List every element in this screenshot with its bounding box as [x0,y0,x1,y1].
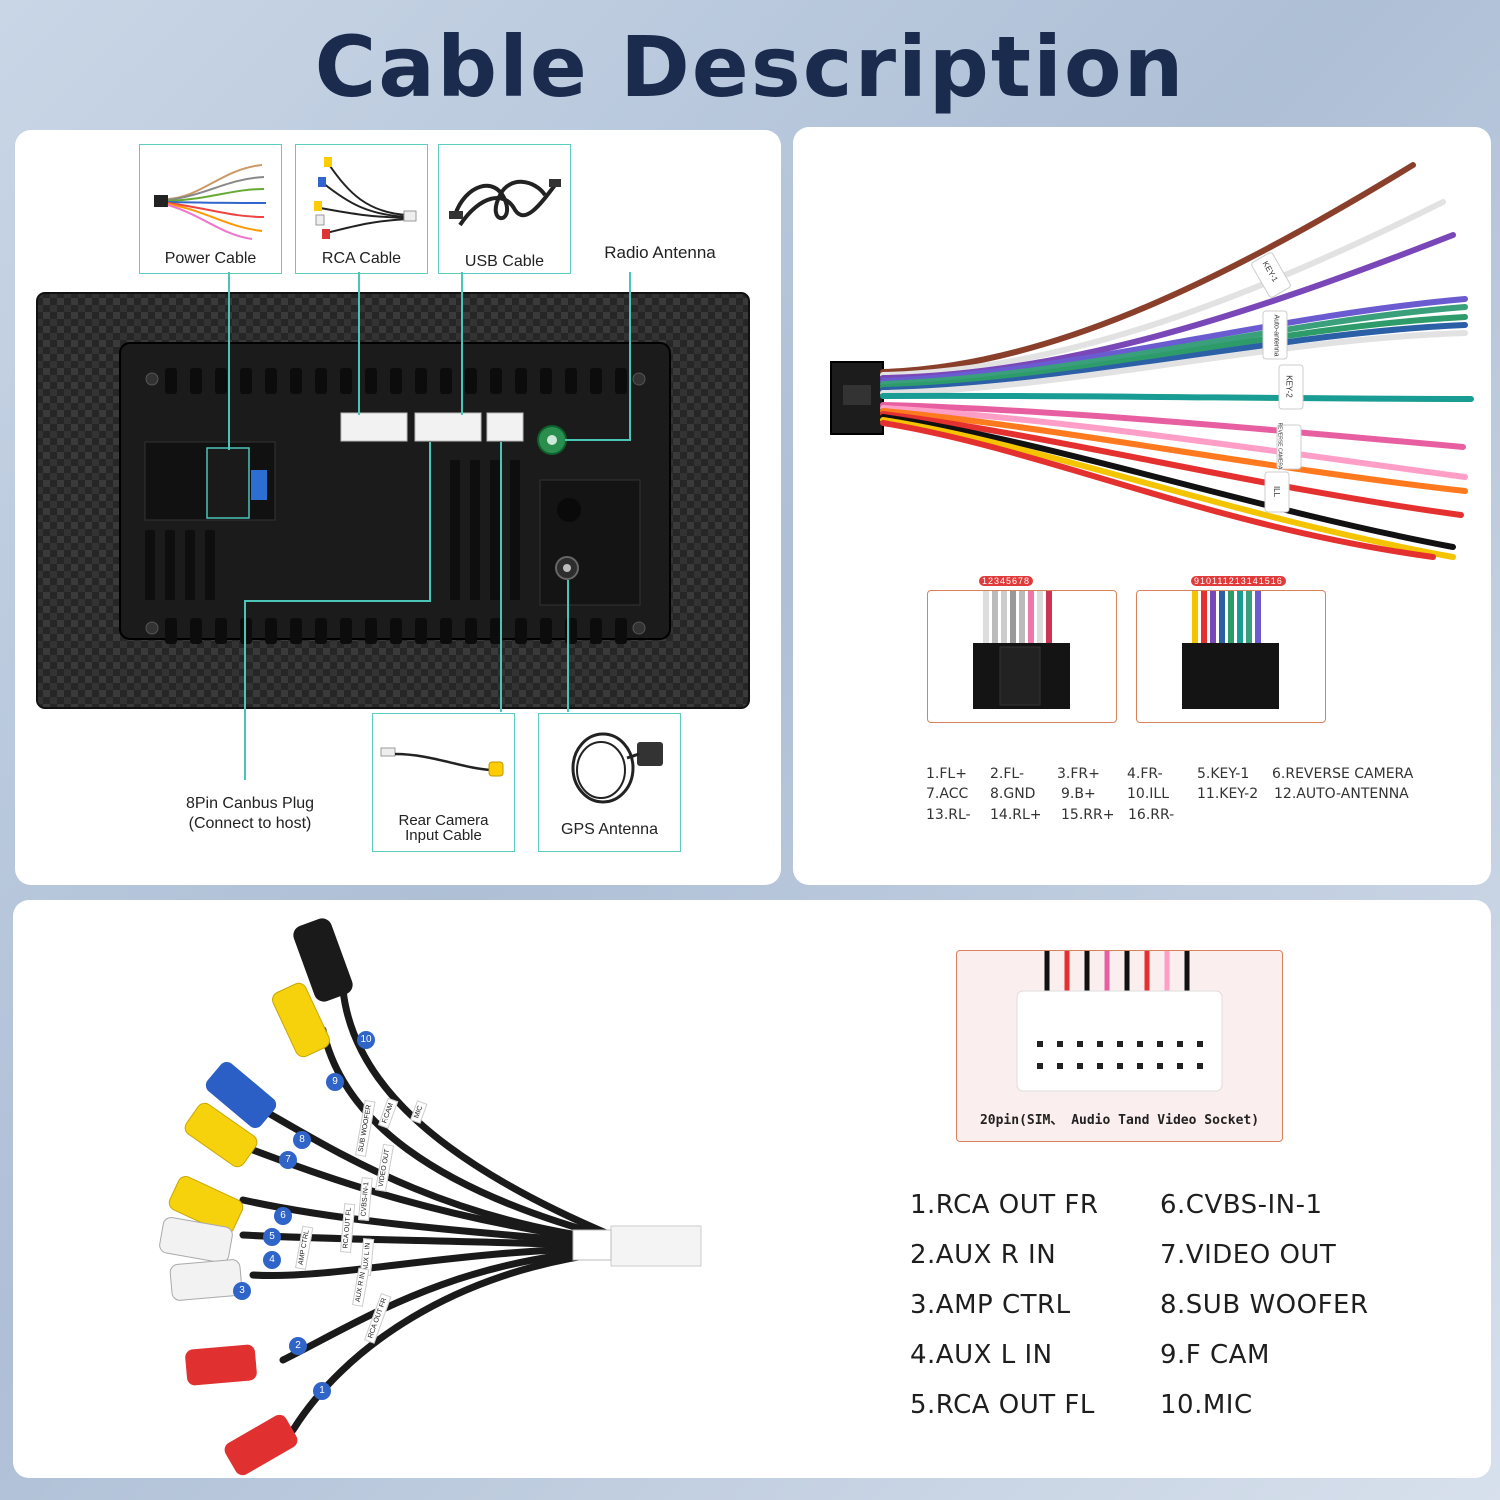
power-cable-thumbnail [154,164,267,240]
rca-cable-label: RCA Cable [321,250,402,267]
canbus-leader-v2 [429,442,431,602]
power-pin-3: 3.FR+ [1057,766,1100,782]
power-pin-11: 11.KEY-2 [1197,786,1259,802]
power-harness-panel: KEY-1 Auto-antenna KEY-2 REVERSE CAMERA … [793,127,1491,885]
power-pin-16: 16.RR- [1128,807,1175,823]
rca-pin-2: 2.AUX R IN [910,1240,1057,1270]
power-pin-12: 12.AUTO-ANTENNA [1274,786,1409,802]
rear-camera-thumbnail [380,747,504,777]
rca-plug-number-1: 1 [313,1382,331,1400]
power-pin-5: 5.KEY-1 [1197,766,1250,782]
connector-a-drawing [973,591,1070,709]
gps-antenna-leader [567,580,569,712]
rca-plug-number-2: 2 [289,1337,307,1355]
rear-camera-label-line1: Rear Camera [398,812,489,829]
rca-pin-1: 1.RCA OUT FR [910,1190,1099,1220]
rca-plug-number-10: 10 [357,1031,375,1049]
usb-cable-label: USB Cable [464,253,545,270]
canbus-leader-v [244,600,246,780]
rca-plug-number-4: 4 [263,1251,281,1269]
gps-antenna-thumbnail [571,732,663,804]
power-pin-14: 14.RL+ [990,807,1042,823]
head-unit-illustration [36,292,750,709]
usb-cable-thumbnail [449,179,561,227]
radio-antenna-leader-h [565,439,631,441]
rca-pin-7: 7.VIDEO OUT [1160,1240,1337,1270]
power-pin-2: 2.FL- [990,766,1025,782]
canbus-label-line2: (Connect to host) [188,815,312,832]
power-pin-1: 1.FL+ [926,766,967,782]
connector-b-numbers: 910111213141516 [1191,576,1286,586]
canbus-label-line1: 8Pin Canbus Plug [185,795,315,812]
rca-pin-5: 5.RCA OUT FL [910,1390,1095,1420]
rca-pin-4: 4.AUX L IN [910,1340,1053,1370]
power-pin-15: 15.RR+ [1061,807,1115,823]
rca-plug-number-5: 5 [263,1228,281,1246]
power-cable-leader [228,272,230,450]
power-pin-6: 6.REVERSE CAMERA [1272,766,1414,782]
usb-cable-leader [461,272,463,415]
harness-tag-key2: KEY-2 [1284,375,1294,398]
socket-drawing [1016,951,1223,1092]
rca-cable-callout: RCA Cable [295,144,428,274]
rca-cable-thumbnail [314,157,417,239]
power-pin-10: 10.ILL [1127,786,1169,802]
power-harness-illustration [830,162,1474,560]
rca-pin-6: 6.CVBS-IN-1 [1160,1190,1323,1220]
radio-antenna-label: Radio Antenna [604,243,716,262]
harness-tag-auto-antenna: Auto-antenna [1272,314,1280,357]
rca-plug-number-6: 6 [274,1207,292,1225]
harness-tag-ill: ILL [1272,485,1282,498]
connector-a-box [927,590,1117,723]
head-unit-panel: Power Cable RCA Cable USB Cable Radio An… [15,130,781,885]
power-pin-9: 9.B+ [1061,786,1096,802]
connector-a-numbers: 12345678 [979,576,1034,586]
rca-cable-leader [358,272,360,415]
socket-box: 20pin(SIM、 Audio Tand Video Socket) [956,950,1283,1142]
power-pin-7: 7.ACC [926,786,969,802]
socket-caption: 20pin(SIM、 Audio Tand Video Socket) [979,1113,1260,1128]
canbus-leader-h [244,600,430,602]
rear-camera-leader [500,442,502,712]
rca-pin-10: 10.MIC [1160,1390,1253,1420]
connector-b-box [1136,590,1326,723]
rca-pin-3: 3.AMP CTRL [910,1290,1071,1320]
rca-pin-8: 8.SUB WOOFER [1160,1290,1369,1320]
page-title: Cable Description [314,18,1186,116]
usb-cable-callout: USB Cable [438,144,571,274]
rear-camera-label-line2: Input Cable [405,827,482,844]
connector-b-drawing [1182,591,1279,709]
gps-antenna-callout: GPS Antenna [538,713,681,852]
power-cable-callout: Power Cable [139,144,282,274]
rca-plug-number-7: 7 [279,1151,297,1169]
harness-tag-reverse-camera: REVERSE CAMERA [1276,422,1283,470]
power-pin-4: 4.FR- [1127,766,1163,782]
power-pin-13: 13.RL- [926,807,971,823]
gps-antenna-label: GPS Antenna [561,821,658,838]
rca-harness-panel: 20pin(SIM、 Audio Tand Video Socket) 1.RC… [13,900,1491,1478]
rca-plug-number-8: 8 [293,1131,311,1149]
rear-camera-callout: Rear Camera Input Cable [372,713,515,852]
rca-pin-9: 9.F CAM [1160,1340,1270,1370]
rca-plug-number-3: 3 [233,1282,251,1300]
power-pin-8: 8.GND [990,786,1036,802]
rca-harness-illustration [159,918,702,1476]
power-cable-label: Power Cable [164,250,257,267]
radio-antenna-leader-v [629,272,631,440]
rca-plug-number-9: 9 [326,1073,344,1091]
